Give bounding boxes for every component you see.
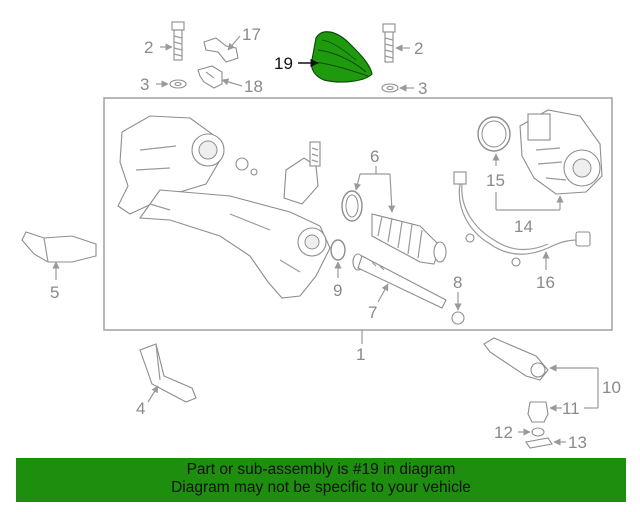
callout-13: 13	[568, 433, 587, 452]
callout-10: 10	[602, 378, 621, 397]
clip-17	[203, 37, 239, 63]
assembly-frame	[103, 97, 613, 331]
boot-bellows-6	[371, 213, 447, 265]
callout-14: 14	[514, 217, 533, 236]
tie-rod-end-10	[483, 337, 549, 381]
callout-17: 17	[242, 25, 261, 44]
tie-rod-7	[352, 253, 447, 309]
gasket-15	[477, 116, 511, 152]
washer-3-left	[169, 79, 187, 89]
cotter-pin-13	[525, 437, 553, 449]
cover-19-highlighted	[310, 31, 373, 83]
banner-line-1: Part or sub-assembly is #19 in diagram	[186, 461, 456, 478]
callout-1: 1	[356, 345, 365, 364]
callout-12: 12	[494, 423, 513, 442]
callout-8: 8	[453, 273, 462, 292]
leader-lines	[52, 35, 599, 446]
callout-6: 6	[370, 147, 379, 166]
callout-labels: 2 3 17 18 19 2 3 6 9 7 8 15 14 16 5 1 4 …	[50, 25, 621, 452]
bracket-5	[21, 231, 97, 263]
bracket-18	[197, 65, 223, 89]
bolt-2-right	[382, 23, 396, 63]
bolt-2-left	[171, 21, 185, 61]
boot-clamp-6	[341, 190, 363, 222]
callout-7: 7	[368, 303, 377, 322]
callout-3-left: 3	[140, 75, 149, 94]
nut-12	[531, 427, 545, 437]
callout-9: 9	[333, 281, 342, 300]
callout-15: 15	[486, 171, 505, 190]
callout-19: 19	[274, 54, 293, 73]
steering-gear-housing	[117, 115, 331, 299]
ring-9	[330, 239, 346, 261]
wire-harness-16	[453, 171, 591, 267]
callout-18: 18	[244, 77, 263, 96]
boot-11	[527, 401, 549, 423]
callout-2-left: 2	[144, 38, 153, 57]
banner-line-2: Diagram may not be specific to your vehi…	[171, 479, 471, 496]
callout-3-right: 3	[418, 79, 427, 98]
callout-11: 11	[562, 399, 580, 418]
callout-4: 4	[136, 399, 145, 418]
callout-2-right: 2	[414, 39, 423, 58]
callout-16: 16	[536, 273, 555, 292]
washer-3-right	[381, 83, 399, 93]
callout-5: 5	[50, 283, 59, 302]
part-info-banner: Part or sub-assembly is #19 in diagram D…	[16, 458, 626, 502]
nut-8	[451, 311, 465, 325]
bracket-4	[139, 343, 197, 403]
motor-assembly-14	[519, 109, 603, 195]
